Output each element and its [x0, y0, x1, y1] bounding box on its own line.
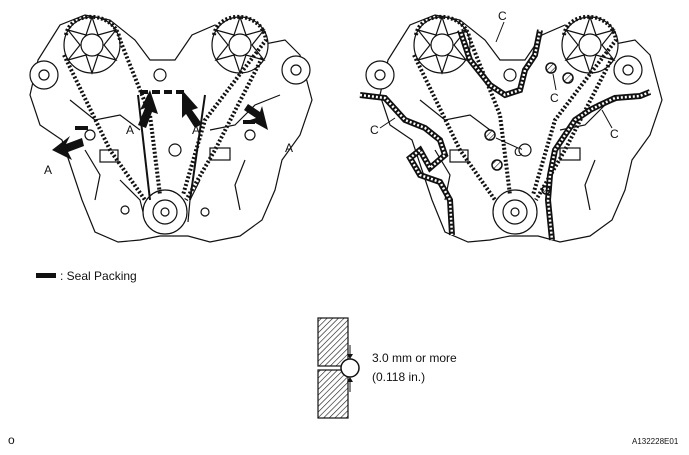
gap-spec-line1: 3.0 mm or more	[372, 351, 457, 365]
right-timing-chain-1	[412, 14, 512, 202]
seal-bead-right	[544, 89, 652, 241]
arrow-a-4	[244, 104, 268, 130]
right-crank-sprocket	[492, 189, 538, 235]
callout-a-4: A	[285, 141, 293, 155]
left-block-outline	[29, 14, 313, 243]
callout-c-3: C	[514, 145, 523, 159]
right-timing-chain-2	[531, 14, 619, 202]
detail-bead	[340, 358, 360, 378]
right-block-outline	[379, 14, 663, 243]
right-callout-leaders	[379, 21, 613, 149]
figure-id: A132228E01	[632, 437, 679, 446]
detail-upper-block	[317, 317, 349, 367]
left-cam-sprocket-2	[211, 15, 269, 75]
gap-spec-line2: (0.118 in.)	[372, 370, 425, 384]
callout-c-5: C	[610, 127, 619, 141]
arrow-a-2	[138, 90, 158, 128]
arrow-a-1	[52, 136, 84, 160]
callout-c-2: C	[550, 91, 559, 105]
seal-bead-top	[457, 29, 543, 99]
left-timing-chain-1	[62, 14, 162, 202]
callout-c-4: C	[370, 123, 379, 137]
footer-mark: o	[8, 433, 15, 447]
arrow-a-3	[182, 90, 202, 128]
detail-lower-block	[317, 369, 349, 419]
legend: : Seal Packing	[36, 269, 137, 283]
callout-a-2: A	[126, 123, 134, 137]
right-engine-view	[359, 14, 663, 243]
callout-a-3: A	[192, 123, 200, 137]
left-engine-view	[29, 14, 313, 243]
callout-c-1: C	[498, 9, 507, 23]
left-crank-sprocket	[142, 189, 188, 235]
legend-seal-packing-label: : Seal Packing	[60, 269, 137, 283]
left-timing-chain-2	[181, 14, 269, 202]
seal-packing-swatch	[36, 273, 56, 278]
callout-a-1: A	[44, 163, 52, 177]
left-arrows	[52, 90, 268, 160]
right-cam-sprocket-2	[561, 15, 619, 75]
gap-detail: 3.0 mm or more (0.118 in.)	[317, 317, 457, 419]
